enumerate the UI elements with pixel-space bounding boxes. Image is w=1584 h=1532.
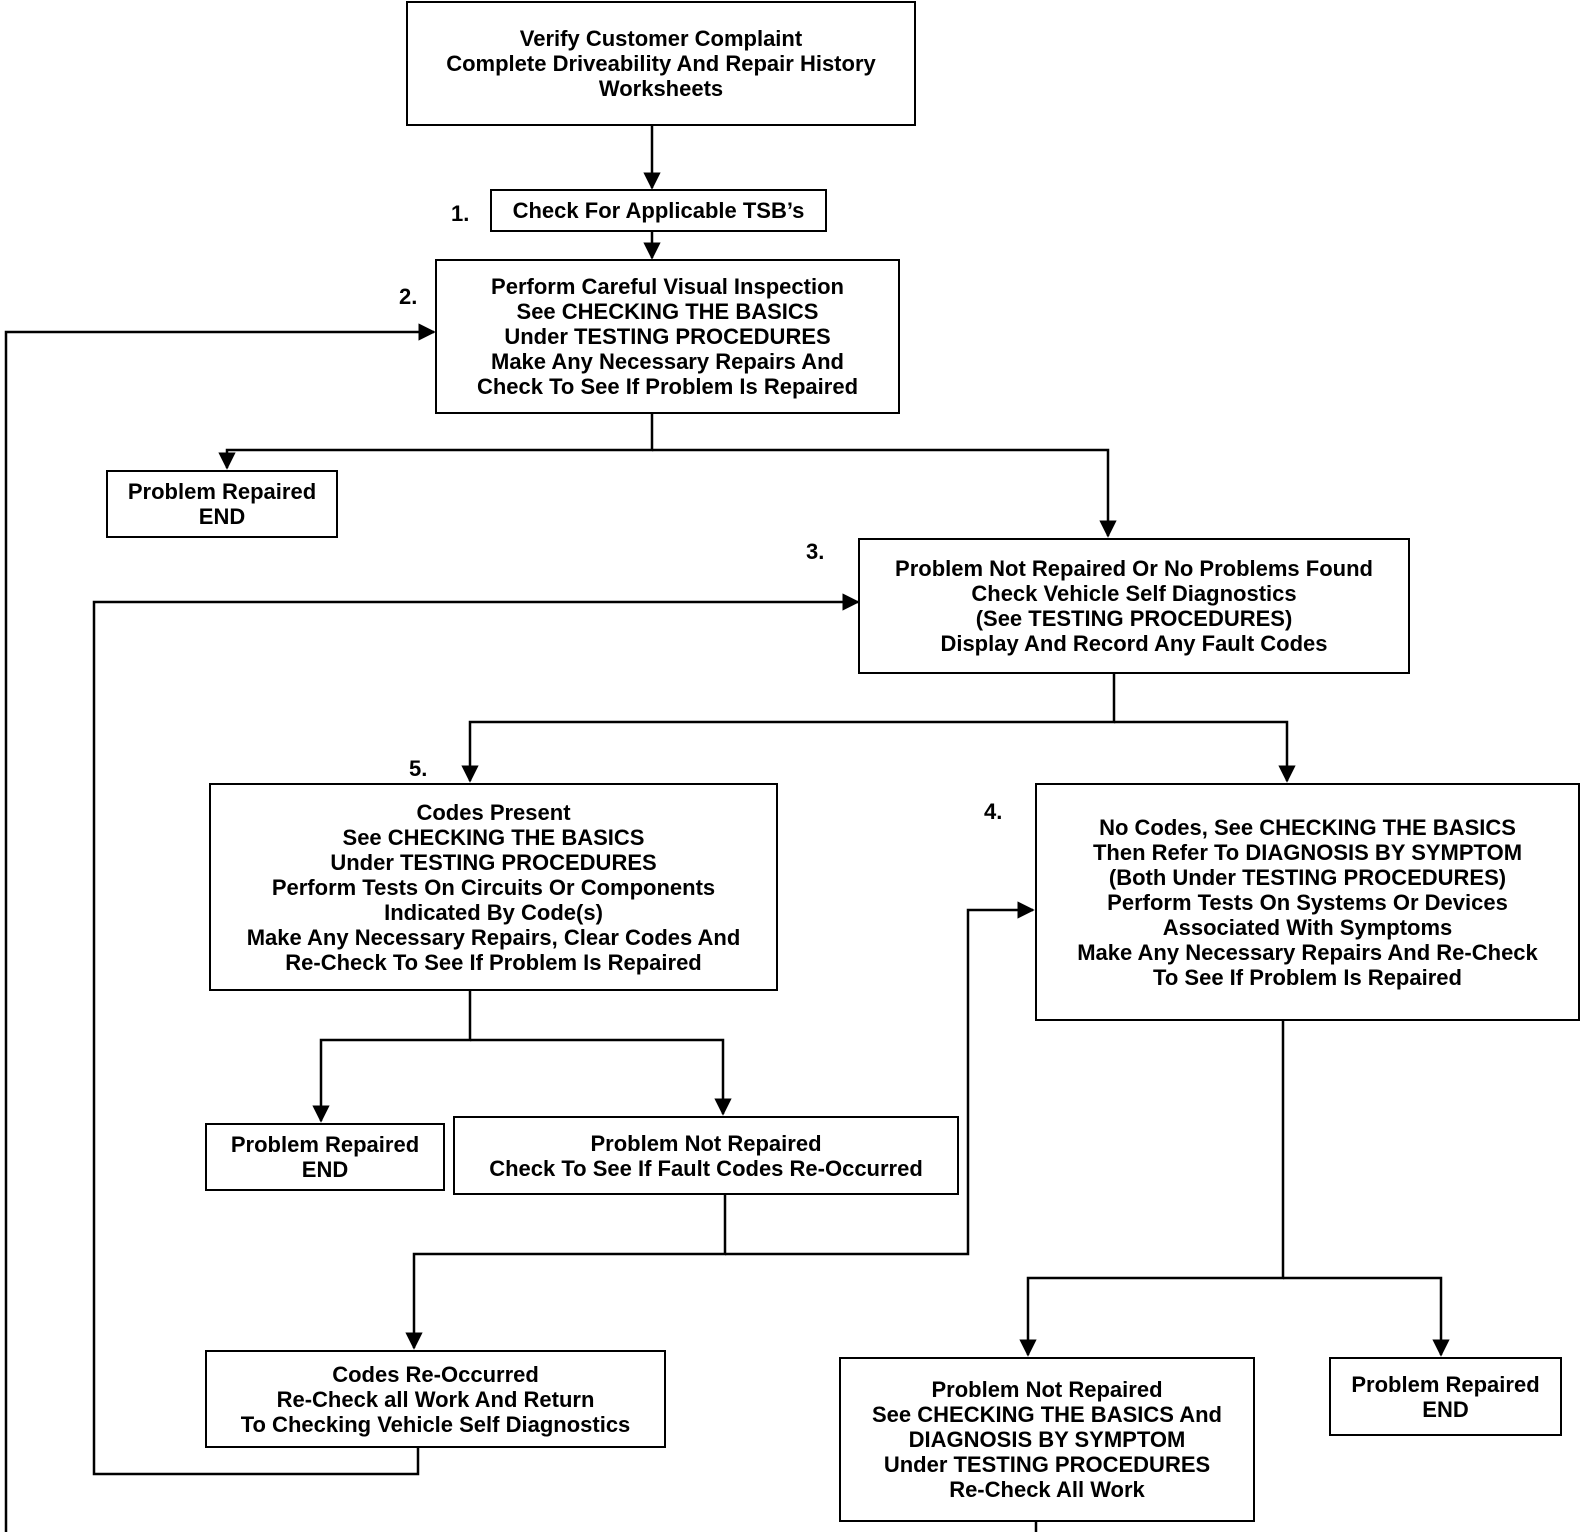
box-line: Associated With Symptoms xyxy=(1162,914,1453,940)
box-line: Perform Tests On Systems Or Devices xyxy=(1107,889,1508,915)
box-line: Perform Tests On Circuits Or Components xyxy=(271,874,716,900)
box-line: Problem Repaired xyxy=(230,1132,420,1157)
box-line: Make Any Necessary Repairs And xyxy=(491,349,844,374)
box-line: See CHECKING THE BASICS xyxy=(516,299,819,324)
codes-reoccurred-box: Codes Re-Occurred Re-Check all Work And … xyxy=(205,1350,666,1448)
box-line: END xyxy=(301,1157,349,1182)
box-line: Under TESTING PROCEDURES xyxy=(330,849,657,875)
box-line: No Codes, See CHECKING THE BASICS xyxy=(1099,814,1516,840)
box-line: (See TESTING PROCEDURES) xyxy=(975,606,1293,631)
visual-inspection-box: Perform Careful Visual Inspection See CH… xyxy=(435,259,900,414)
box-line: Problem Not Repaired xyxy=(590,1130,822,1156)
problem-not-repaired-codes-box: Problem Not Repaired Check To See If Fau… xyxy=(453,1116,959,1195)
box-line: See CHECKING THE BASICS And xyxy=(871,1402,1222,1427)
box-line: Under TESTING PROCEDURES xyxy=(504,324,831,349)
box-line: Check Vehicle Self Diagnostics xyxy=(971,581,1297,606)
box-line: Verify Customer Complaint xyxy=(519,26,803,51)
box-line: (Both Under TESTING PROCEDURES) xyxy=(1108,864,1507,890)
box-line: Under TESTING PROCEDURES xyxy=(883,1452,1211,1477)
arrow-self-diag-to-codes xyxy=(461,672,1116,783)
box-line: Check For Applicable TSB’s xyxy=(512,198,805,223)
box-line: Perform Careful Visual Inspection xyxy=(491,274,844,299)
box-line: Codes Present xyxy=(416,799,571,825)
box-line: Problem Repaired xyxy=(127,479,317,504)
arrow-not-repaired-to-reoccurred xyxy=(405,1193,727,1350)
box-line: Worksheets xyxy=(598,76,724,101)
box-line: END xyxy=(1422,1396,1469,1422)
self-diagnostics-box: Problem Not Repaired Or No Problems Foun… xyxy=(858,538,1410,674)
box-line: Problem Not Repaired Or No Problems Foun… xyxy=(895,556,1373,581)
box-line: Problem Not Repaired xyxy=(931,1377,1163,1402)
problem-not-repaired-symptom-box: Problem Not Repaired See CHECKING THE BA… xyxy=(839,1357,1255,1522)
arrow-no-codes-to-repaired xyxy=(1283,1276,1450,1357)
box-line: Re-Check All Work xyxy=(949,1477,1145,1502)
no-codes-box: No Codes, See CHECKING THE BASICS Then R… xyxy=(1035,783,1580,1021)
arrow-no-codes-to-not-repaired xyxy=(1019,1019,1285,1357)
box-line: Complete Driveability And Repair History xyxy=(446,51,876,76)
box-line: Check To See If Fault Codes Re-Occurred xyxy=(489,1155,923,1181)
box-line: Then Refer To DIAGNOSIS BY SYMPTOM xyxy=(1092,839,1523,865)
arrow-codes-to-not-repaired xyxy=(470,1038,732,1116)
arrow-self-diag-to-no-codes xyxy=(1114,720,1296,783)
loop-reoccurred-to-self-diag xyxy=(92,593,860,1476)
box-line: Indicated By Code(s) xyxy=(384,899,603,925)
box-line: To See If Problem Is Repaired xyxy=(1153,964,1462,990)
arrow-not-repaired-to-no-codes xyxy=(725,901,1035,1256)
box-line: See CHECKING THE BASICS xyxy=(342,824,645,850)
box-line: Check To See If Problem Is Repaired xyxy=(476,374,859,399)
check-tsb-box: Check For Applicable TSB’s xyxy=(490,189,827,232)
box-line: DIAGNOSIS BY SYMPTOM xyxy=(908,1427,1186,1452)
box-line: Re-Check all Work And Return xyxy=(276,1386,595,1412)
box-line: Problem Repaired xyxy=(1351,1371,1540,1397)
arrow-visual-to-self-diag xyxy=(652,448,1117,538)
connector-visual-split xyxy=(218,412,654,470)
arrow-codes-to-repaired xyxy=(312,989,472,1123)
step-number-5: 5. xyxy=(409,756,428,781)
box-line: Make Any Necessary Repairs And Re-Check xyxy=(1077,939,1538,965)
step-number-4: 4. xyxy=(984,799,1003,824)
problem-repaired-end-box-top: Problem Repaired END xyxy=(106,470,338,538)
step-number-3: 3. xyxy=(806,539,825,564)
box-line: Codes Re-Occurred xyxy=(332,1361,539,1387)
box-line: Display And Record Any Fault Codes xyxy=(940,631,1328,656)
box-line: Re-Check To See If Problem Is Repaired xyxy=(285,949,702,975)
codes-present-box: Codes Present See CHECKING THE BASICS Un… xyxy=(209,783,778,991)
problem-repaired-end-box-right: Problem Repaired END xyxy=(1329,1357,1562,1436)
problem-repaired-end-box-mid: Problem Repaired END xyxy=(205,1123,445,1191)
step-number-2: 2. xyxy=(399,284,418,309)
box-line: Make Any Necessary Repairs, Clear Codes … xyxy=(246,924,741,950)
box-line: To Checking Vehicle Self Diagnostics xyxy=(240,1411,631,1437)
step-number-1: 1. xyxy=(451,201,470,226)
box-line: END xyxy=(198,504,246,529)
loop-not-repaired-to-visual xyxy=(4,323,1038,1532)
verify-complaint-box: Verify Customer Complaint Complete Drive… xyxy=(406,1,916,126)
